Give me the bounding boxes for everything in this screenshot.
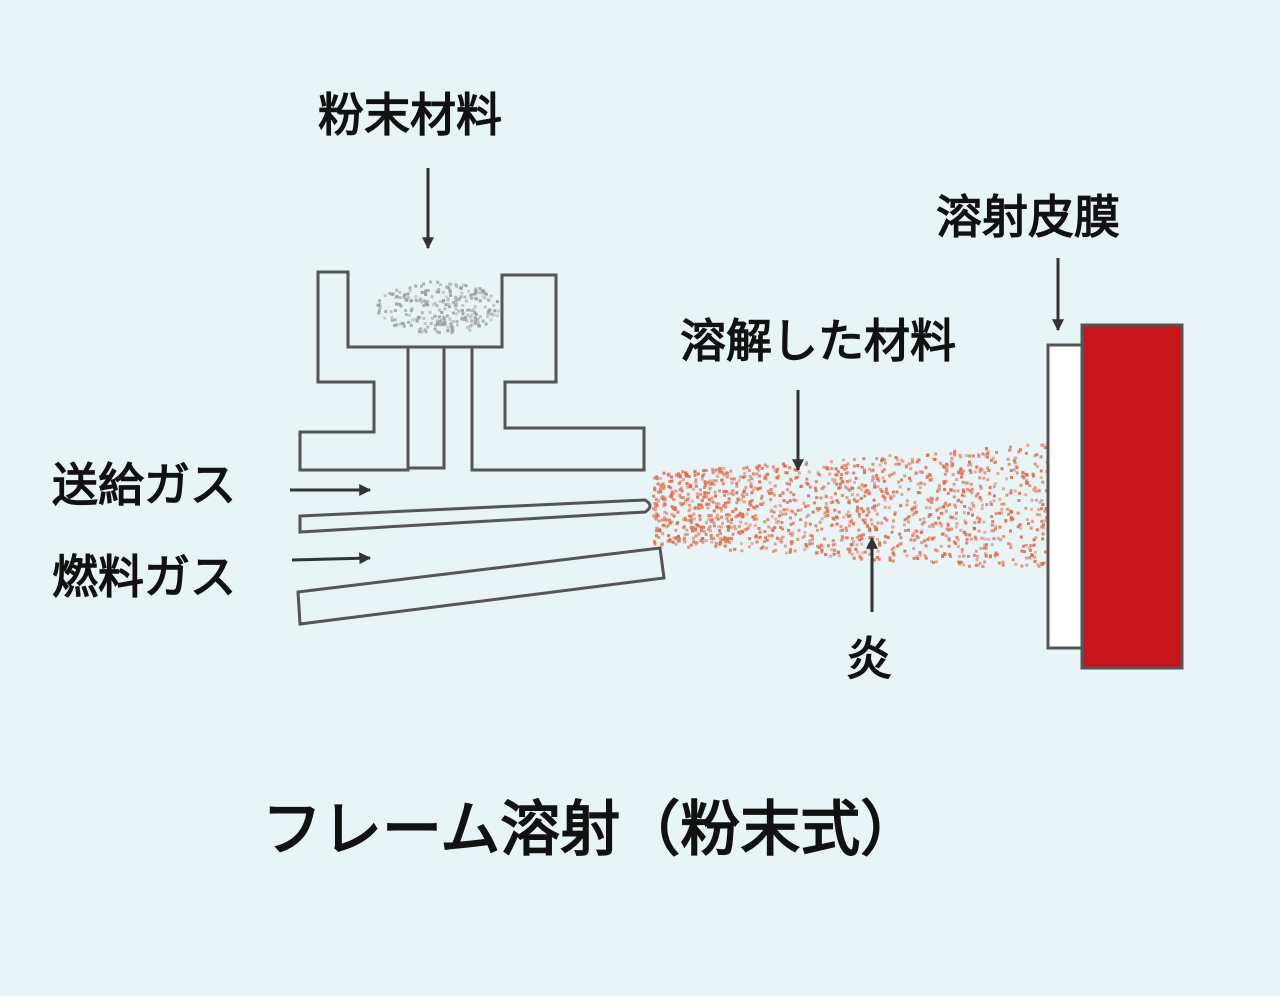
fuel-gas-tube: [296, 546, 666, 626]
label-molten: 溶解した材料: [680, 314, 956, 368]
coating-layer: [1046, 343, 1084, 650]
label-powder: 粉末材料: [318, 88, 502, 142]
nozzle-channel: [406, 347, 474, 470]
spray-plume: [652, 443, 1049, 569]
label-coating: 溶射皮膜: [936, 190, 1120, 244]
powder-cloud: [376, 280, 500, 335]
label-fuel-gas: 燃料ガス: [52, 550, 236, 604]
diagram-title: フレーム溶射（粉末式）: [262, 795, 921, 865]
fuel-gas-arrow: [291, 552, 372, 565]
label-carrier-gas: 送給ガス: [52, 458, 236, 512]
label-flame: 炎: [846, 632, 892, 686]
substrate: [1080, 323, 1184, 670]
carrier-gas-tube: [298, 498, 652, 534]
